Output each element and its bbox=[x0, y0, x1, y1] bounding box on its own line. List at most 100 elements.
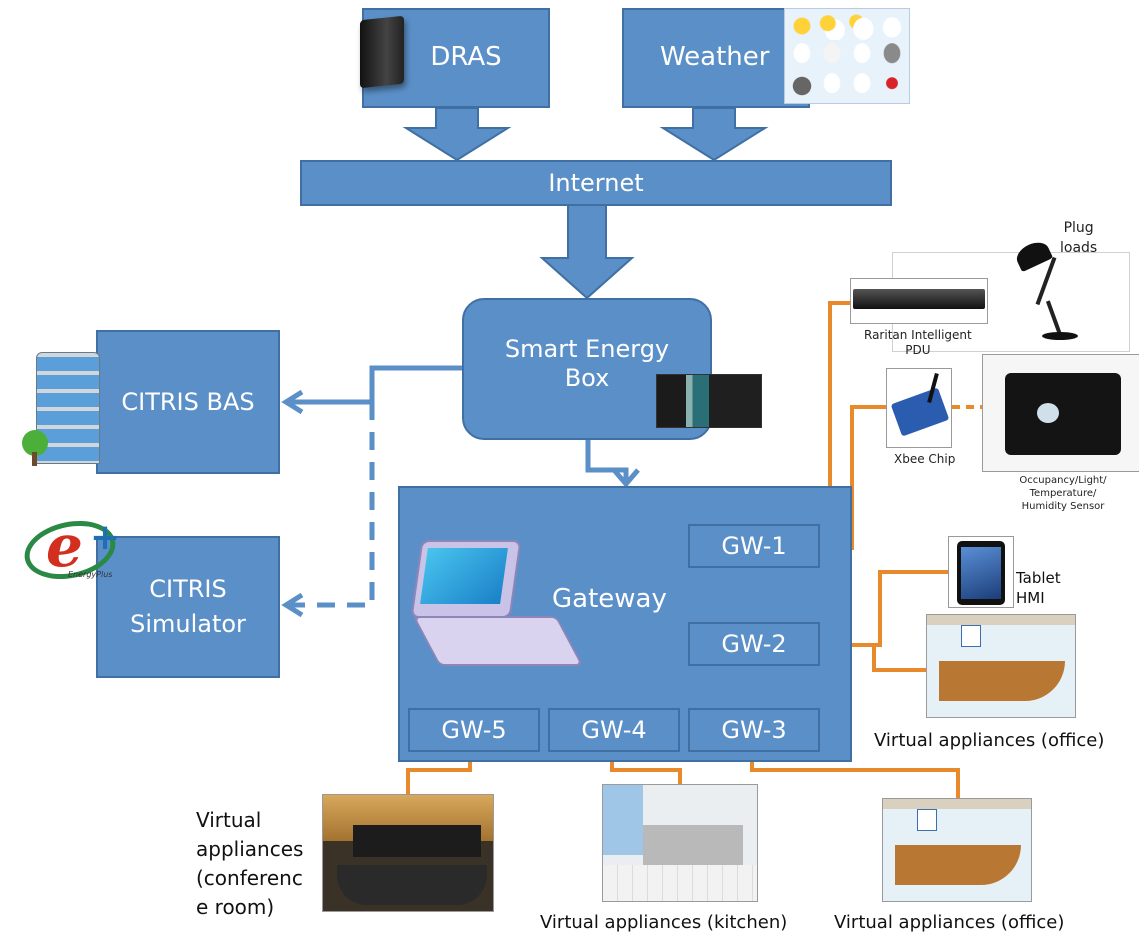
gw-3-port: GW-3 bbox=[688, 708, 820, 752]
kitchen-photo bbox=[602, 784, 758, 902]
building-icon bbox=[22, 352, 110, 472]
internet-label: Internet bbox=[548, 168, 644, 197]
office-right-calendar-icon bbox=[961, 625, 981, 647]
conference-caption: Virtual appliances (conferenc e room) bbox=[196, 806, 303, 922]
weather-icons-grid bbox=[784, 8, 910, 104]
server-icon bbox=[360, 15, 404, 89]
sensor-photo bbox=[982, 354, 1139, 472]
weather-label: Weather bbox=[660, 42, 770, 73]
tablet-photo bbox=[948, 536, 1014, 608]
plug-loads-line2: loads bbox=[1060, 240, 1098, 256]
pdu-device bbox=[853, 289, 985, 309]
sensor-lens bbox=[1037, 403, 1059, 423]
office-bottom-calendar-icon bbox=[917, 809, 937, 831]
cloud-icon bbox=[878, 12, 906, 40]
rain-cloud-icon bbox=[788, 42, 816, 70]
weather-to-internet-arrow bbox=[659, 107, 769, 162]
gw-3-label: GW-3 bbox=[721, 716, 787, 744]
citris-bas-box: CITRIS BAS bbox=[96, 330, 280, 474]
xbee-chip bbox=[890, 387, 950, 437]
gw-4-label: GW-4 bbox=[581, 716, 647, 744]
tablet-caption: Tablet HMI bbox=[1016, 568, 1061, 608]
lamp-icon bbox=[1012, 237, 1082, 342]
internet-to-seb-arrow bbox=[539, 203, 635, 300]
tree-icon bbox=[22, 430, 48, 456]
smart-energy-box: Smart Energy Box bbox=[462, 298, 712, 440]
gw2-to-office-wire bbox=[868, 643, 928, 672]
pdu-caption-line1: Raritan Intelligent bbox=[864, 328, 972, 342]
gateway-arrowhead bbox=[612, 468, 640, 488]
energy-box-device-photo bbox=[656, 374, 762, 428]
cloudy-sun-icon bbox=[848, 12, 876, 40]
gw-1-label: GW-1 bbox=[721, 532, 787, 560]
conference-caption-line1: Virtual bbox=[196, 808, 262, 832]
sensor-caption-line3: Humidity Sensor bbox=[1021, 501, 1105, 512]
sensor-device bbox=[1005, 373, 1121, 455]
conference-room-photo bbox=[322, 794, 494, 912]
seb-to-simulator-dashed-link bbox=[290, 402, 375, 608]
seb-to-gateway-link bbox=[585, 440, 629, 482]
tablet-caption-line1: Tablet bbox=[1016, 569, 1061, 587]
office-right-photo bbox=[926, 614, 1076, 718]
kitchen-floor bbox=[603, 865, 757, 901]
dras-to-internet-arrow bbox=[402, 107, 512, 162]
gw-5-port: GW-5 bbox=[408, 708, 540, 752]
tablet-caption-line2: HMI bbox=[1016, 589, 1045, 607]
conference-screens bbox=[353, 825, 481, 857]
sensor-caption-line1: Occupancy/Light/ bbox=[1019, 475, 1107, 486]
plug-loads-line1: Plug bbox=[1063, 220, 1094, 236]
showers-icon bbox=[848, 42, 876, 70]
conference-table bbox=[337, 865, 487, 905]
internet-bar: Internet bbox=[300, 160, 892, 206]
kitchen-cabinets bbox=[643, 825, 743, 865]
office-bottom-caption: Virtual appliances (office) bbox=[834, 912, 1065, 933]
rain-icon bbox=[818, 42, 846, 70]
energyplus-logo-text: EnergyPlus bbox=[68, 570, 113, 579]
office-bottom-desk bbox=[895, 845, 1021, 885]
map-pin-icon bbox=[878, 72, 906, 100]
dras-label: DRAS bbox=[430, 42, 502, 73]
thunderstorm-icon bbox=[878, 42, 906, 70]
citris-bas-label: CITRIS BAS bbox=[121, 387, 255, 416]
office-bottom-photo bbox=[882, 798, 1032, 902]
gw-5-label: GW-5 bbox=[441, 716, 507, 744]
gw-2-label: GW-2 bbox=[721, 630, 787, 658]
conference-caption-line4: e room) bbox=[196, 895, 275, 919]
snow-icon bbox=[818, 72, 846, 100]
kitchen-caption: Virtual appliances (kitchen) bbox=[540, 912, 788, 933]
xbee-photo bbox=[886, 368, 952, 448]
seb-label-line1: Smart Energy bbox=[504, 335, 670, 364]
partly-cloudy-icon bbox=[818, 12, 846, 40]
tablet-screen bbox=[961, 547, 1001, 599]
conference-caption-line3: (conferenc bbox=[196, 866, 303, 890]
simulator-label-line2: Simulator bbox=[130, 610, 246, 638]
laptop-icon bbox=[408, 540, 584, 666]
citris-simulator-box: CITRIS Simulator bbox=[96, 536, 280, 678]
simulator-label-line1: CITRIS bbox=[149, 575, 227, 604]
seb-to-bas-link bbox=[290, 365, 462, 405]
energyplus-logo: e + EnergyPlus bbox=[19, 513, 124, 587]
sleet-icon bbox=[848, 72, 876, 100]
simulator-arrowhead bbox=[281, 592, 304, 618]
pdu-caption: Raritan Intelligent PDU bbox=[864, 328, 972, 358]
bas-arrowhead bbox=[281, 389, 304, 415]
seb-label-line2: Box bbox=[564, 364, 610, 392]
conference-caption-line2: appliances bbox=[196, 837, 304, 861]
plug-loads-caption: Plug loads bbox=[1060, 218, 1097, 258]
storm-cloud-icon bbox=[788, 72, 816, 100]
gateway-label: Gateway bbox=[552, 584, 667, 614]
gw-1-port: GW-1 bbox=[688, 524, 820, 568]
pdu-photo bbox=[850, 278, 988, 324]
gw-4-port: GW-4 bbox=[548, 708, 680, 752]
sensor-caption: Occupancy/Light/ Temperature/ Humidity S… bbox=[1004, 474, 1122, 513]
office-right-desk bbox=[939, 661, 1065, 701]
kitchen-window bbox=[603, 785, 643, 855]
sensor-caption-line2: Temperature/ bbox=[1029, 488, 1097, 499]
sun-icon bbox=[788, 12, 816, 40]
xbee-caption: Xbee Chip bbox=[894, 452, 956, 466]
gw-2-port: GW-2 bbox=[688, 622, 820, 666]
weather-box: Weather bbox=[622, 8, 810, 108]
laptop-keyboard bbox=[412, 616, 584, 666]
pdu-caption-line2: PDU bbox=[905, 343, 931, 357]
office-right-caption: Virtual appliances (office) bbox=[874, 730, 1105, 751]
